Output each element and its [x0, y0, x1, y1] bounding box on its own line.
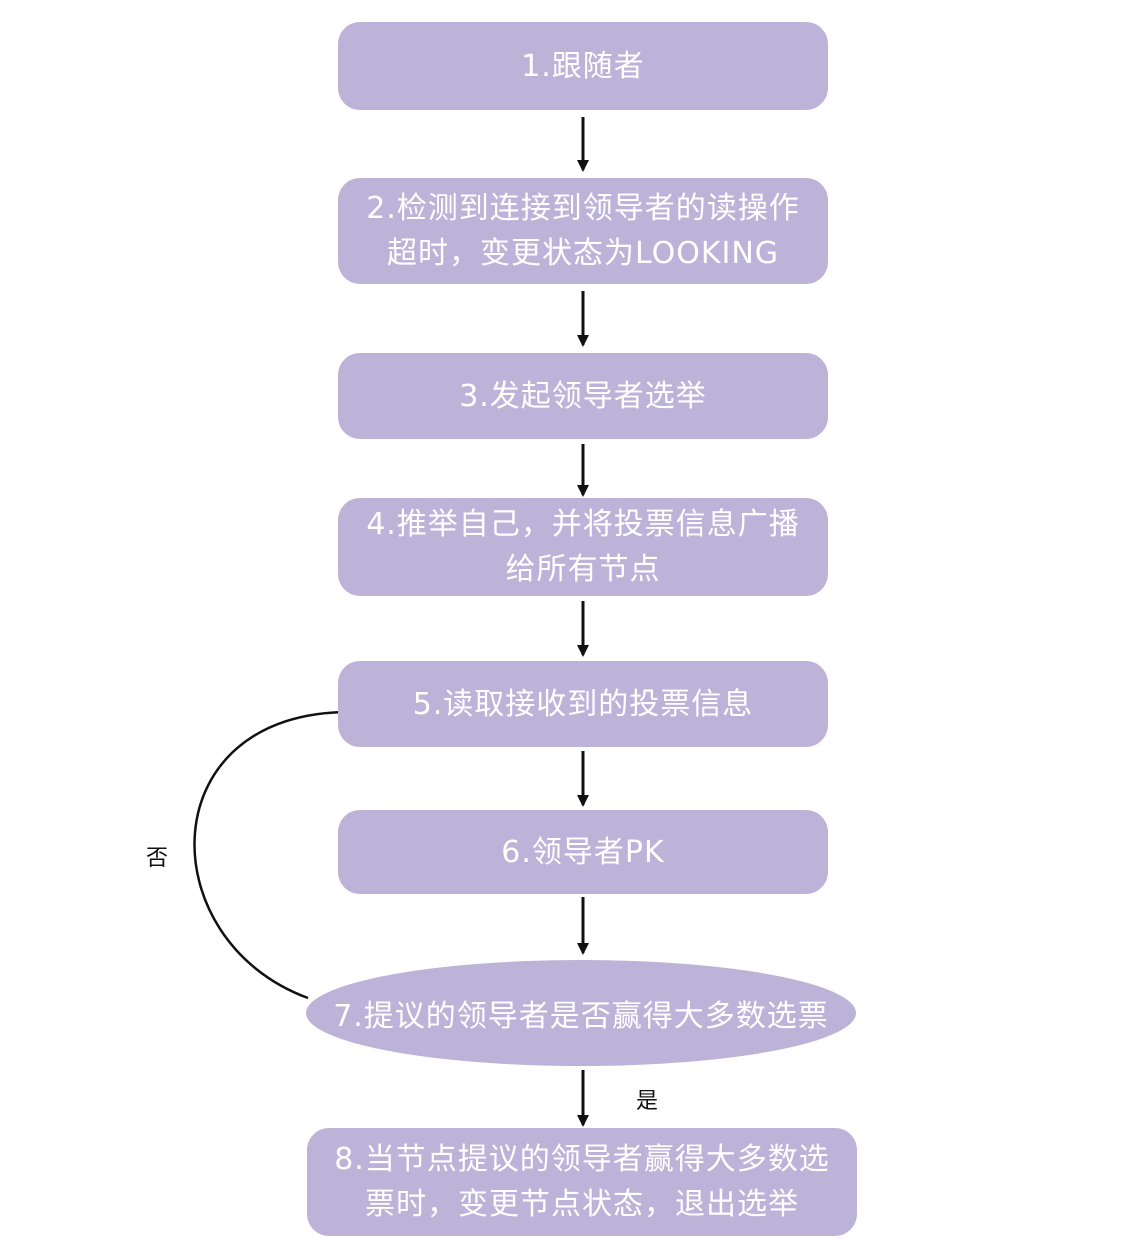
node-exit-election-label: 8.当节点提议的领导者赢得大多数选票时，变更节点状态，退出选举 [334, 1142, 830, 1222]
node-follower: 1.跟随者 [338, 22, 828, 110]
node-detect-timeout-label: 2.检测到连接到领导者的读操作超时，变更状态为LOOKING [366, 191, 800, 271]
edge-label-yes: 是 [636, 1089, 659, 1114]
node-read-votes: 5.读取接收到的投票信息 [338, 661, 828, 747]
node-self-nominate: 4.推举自己，并将投票信息广播给所有节点 [338, 498, 828, 596]
edge-label-no: 否 [146, 846, 169, 871]
node-leader-pk-label: 6.领导者PK [501, 834, 665, 870]
node-read-votes-label: 5.读取接收到的投票信息 [412, 686, 754, 722]
arrow-loop-7-to-5 [193, 705, 354, 1000]
node-start-election: 3.发起领导者选举 [338, 353, 828, 439]
node-self-nominate-label: 4.推举自己，并将投票信息广播给所有节点 [366, 507, 800, 587]
node-leader-pk: 6.领导者PK [338, 810, 828, 894]
decision-majority-label: 7.提议的领导者是否赢得大多数选票 [333, 999, 829, 1034]
node-follower-label: 1.跟随者 [521, 48, 645, 84]
node-detect-timeout: 2.检测到连接到领导者的读操作超时，变更状态为LOOKING [338, 178, 828, 284]
node-start-election-label: 3.发起领导者选举 [459, 378, 707, 414]
node-exit-election: 8.当节点提议的领导者赢得大多数选票时，变更节点状态，退出选举 [307, 1128, 857, 1236]
decision-majority: 7.提议的领导者是否赢得大多数选票 [306, 960, 856, 1066]
